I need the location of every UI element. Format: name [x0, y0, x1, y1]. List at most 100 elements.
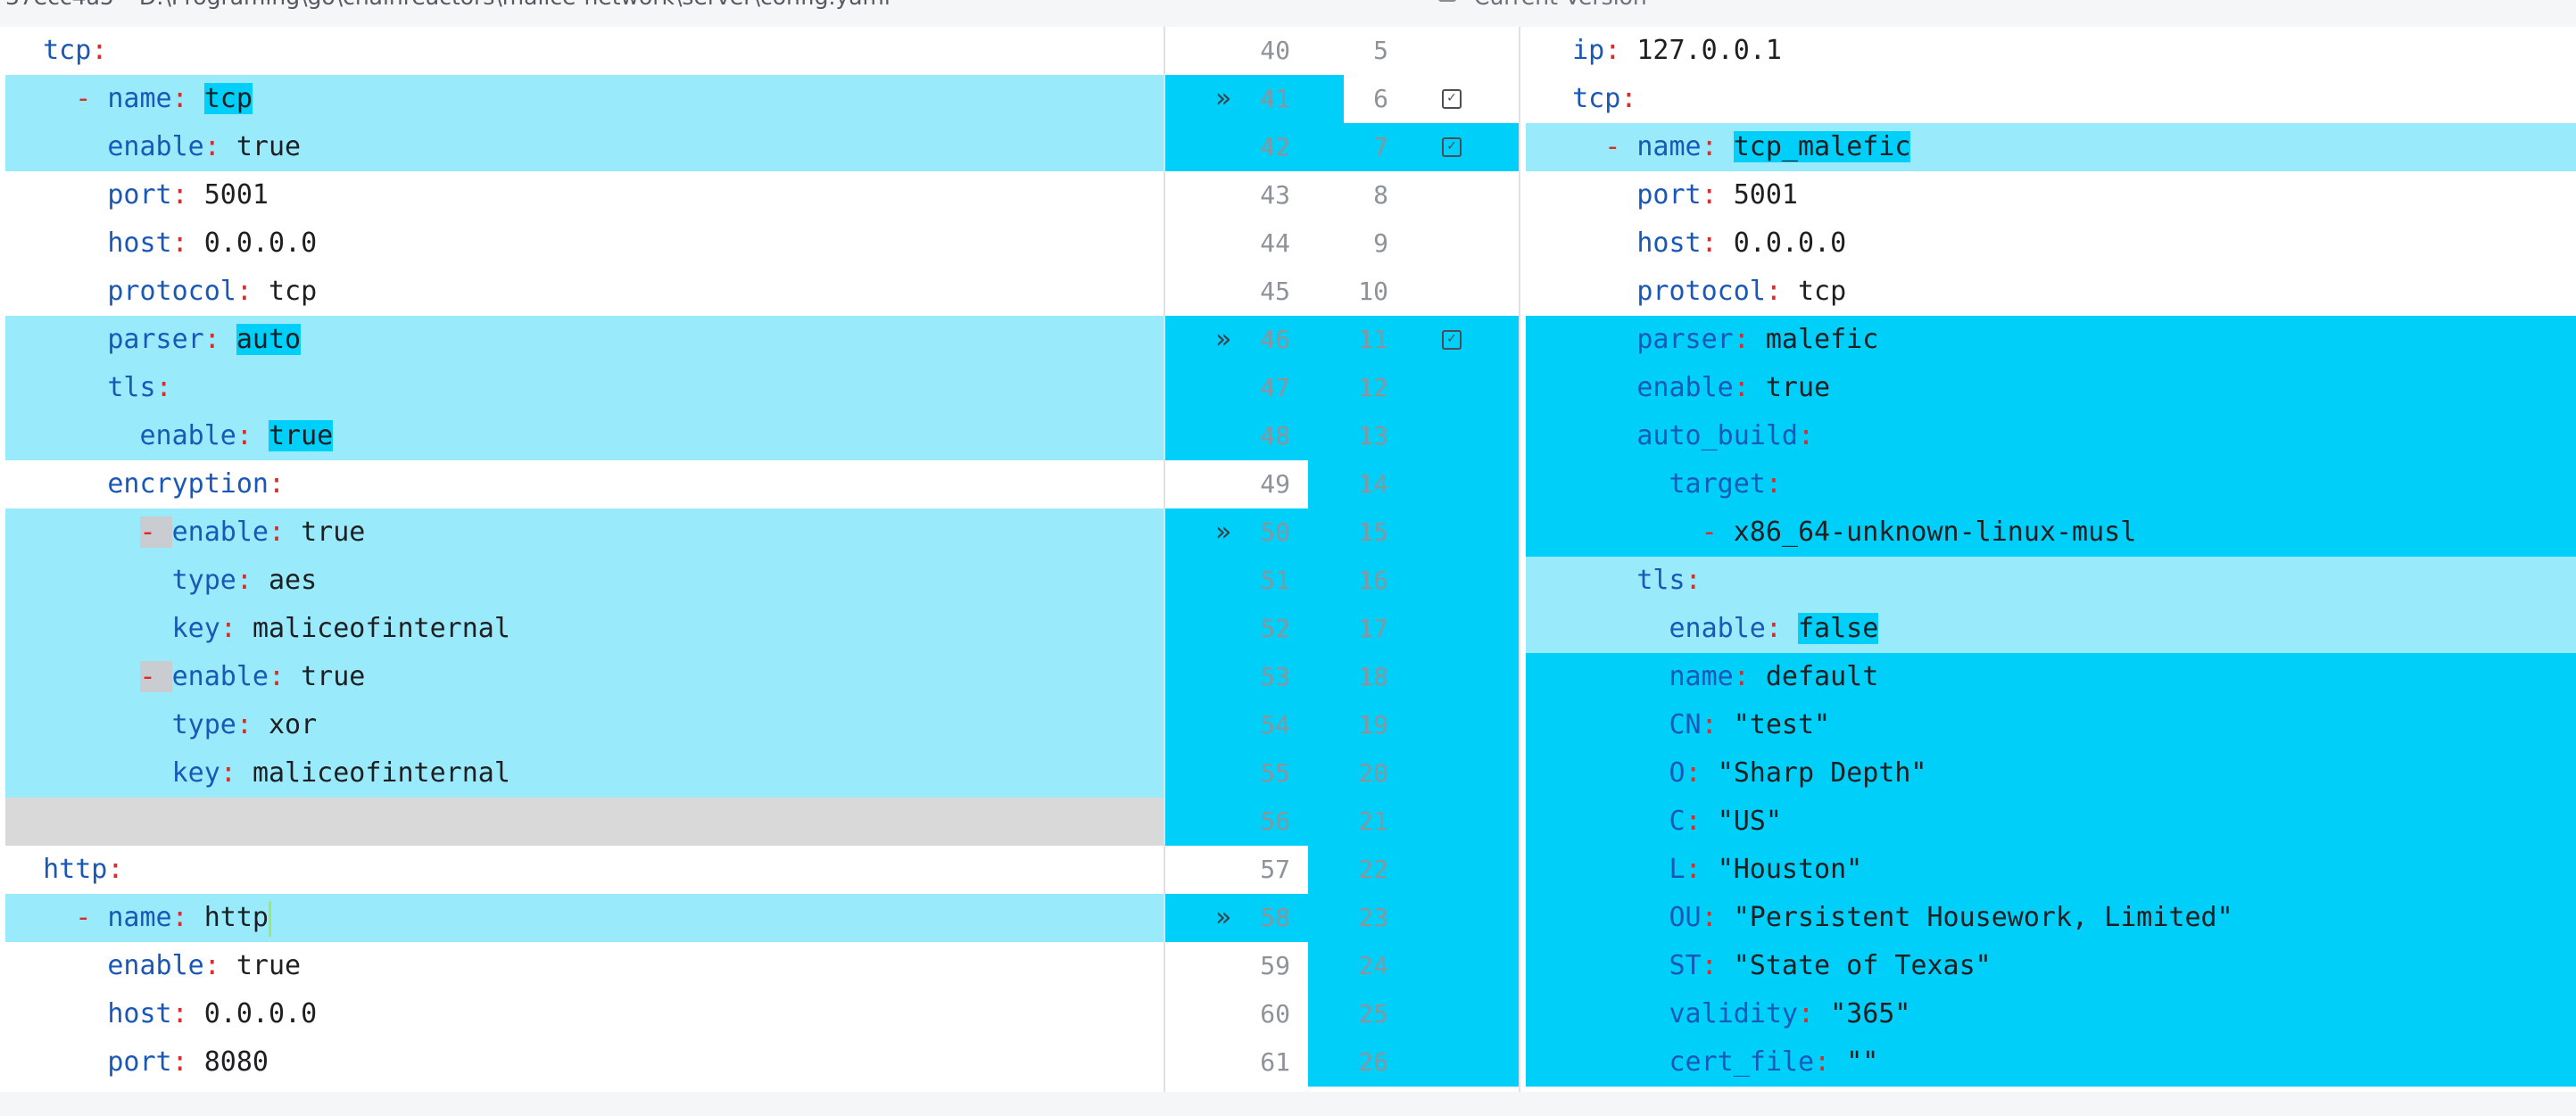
- text-caret: [269, 900, 271, 937]
- yaml-key: enable: [1636, 372, 1734, 403]
- code-line-text: O: "Sharp Depth": [1540, 749, 2576, 798]
- code-line-row[interactable]: C: "US": [1526, 798, 2576, 846]
- gutter-right-band: [1344, 846, 1519, 894]
- horizontal-scrollbar[interactable]: [0, 1092, 2576, 1116]
- yaml-punct: :: [203, 131, 236, 162]
- code-line-row[interactable]: auto_build:: [1526, 412, 2576, 460]
- yaml-punct: :: [1701, 131, 1734, 162]
- yaml-punct: :: [1604, 35, 1637, 66]
- code-line-row[interactable]: encryption:: [5, 460, 1164, 508]
- code-line-text: - name: http: [11, 894, 1164, 942]
- yaml-key: key: [171, 757, 220, 789]
- yaml-key: type: [171, 565, 236, 596]
- code-line-row[interactable]: type: aes: [5, 557, 1164, 605]
- code-line-row[interactable]: key: maliceofinternal: [5, 605, 1164, 653]
- indent: [11, 517, 140, 548]
- left-editor-pane[interactable]: tcp: - name: tcp enable: true port: 5001…: [0, 27, 1164, 1092]
- checkbox-icon[interactable]: ✓: [1442, 89, 1462, 109]
- code-line-row[interactable]: enable: false: [1526, 605, 2576, 653]
- code-line-row[interactable]: port: 5001: [5, 171, 1164, 219]
- yaml-punct: :: [1685, 806, 1718, 837]
- yaml-key: protocol: [1636, 276, 1766, 307]
- code-line-row[interactable]: tls:: [5, 364, 1164, 412]
- double-chevron-right-icon[interactable]: »: [1215, 902, 1232, 933]
- code-line-row[interactable]: protocol: tcp: [1526, 268, 2576, 316]
- gutter-connector: [1308, 749, 1344, 798]
- code-line-row[interactable]: - name: tcp_malefic: [1526, 123, 2576, 171]
- yaml-value: "Persistent Housework, Limited": [1733, 902, 2233, 933]
- code-line-row[interactable]: tcp:: [1526, 75, 2576, 123]
- indent: [1540, 517, 1702, 548]
- code-line-row[interactable]: CN: "test": [1526, 701, 2576, 749]
- code-line-row[interactable]: enable: true: [5, 412, 1164, 460]
- double-chevron-right-icon[interactable]: »: [1215, 83, 1232, 114]
- yaml-value: tcp_malefic: [1733, 131, 1911, 162]
- double-chevron-right-icon[interactable]: »: [1215, 517, 1232, 548]
- code-line-row[interactable]: cert_file: "": [1526, 1038, 2576, 1087]
- code-line-text: protocol: tcp: [1540, 268, 2576, 316]
- line-number-left: 61: [1260, 1047, 1290, 1077]
- code-line-text: - enable: true: [11, 653, 1164, 701]
- code-line-row[interactable]: L: "Houston": [1526, 846, 2576, 894]
- line-number-left: 57: [1260, 855, 1290, 884]
- code-line-text: C: "US": [1540, 798, 2576, 846]
- code-line-row[interactable]: - x86_64-unknown-linux-musl: [1526, 508, 2576, 557]
- code-line-row[interactable]: validity: "365": [1526, 990, 2576, 1038]
- code-line-row[interactable]: port: 5001: [1526, 171, 2576, 219]
- code-line-row[interactable]: port: 8080: [5, 1038, 1164, 1087]
- code-line-row[interactable]: parser: auto: [5, 316, 1164, 364]
- code-line-row[interactable]: ST: "State of Texas": [1526, 942, 2576, 990]
- code-line-row[interactable]: enable: true: [5, 123, 1164, 171]
- code-line-row[interactable]: key: maliceofinternal: [5, 749, 1164, 798]
- checkbox-icon[interactable]: ✓: [1442, 330, 1462, 350]
- double-chevron-right-icon[interactable]: »: [1215, 324, 1232, 355]
- code-line-row[interactable]: enable: true: [5, 942, 1164, 990]
- code-line-row[interactable]: type: xor: [5, 701, 1164, 749]
- code-line-text: key: maliceofinternal: [11, 605, 1164, 653]
- code-line-text: type: aes: [11, 557, 1164, 605]
- code-line-row[interactable]: ip: 127.0.0.1: [1526, 27, 2576, 75]
- yaml-punct: :: [1685, 565, 1702, 596]
- gutter-connector: [1308, 557, 1344, 605]
- code-line-row[interactable]: enable: true: [1526, 364, 2576, 412]
- yaml-key: auto_build: [1636, 420, 1798, 451]
- gutter-connector: [1308, 123, 1344, 171]
- code-line-row[interactable]: - enable: true: [5, 508, 1164, 557]
- right-editor-pane[interactable]: ip: 127.0.0.1 tcp: - name: tcp_malefic p…: [1519, 27, 2576, 1092]
- code-line-row[interactable]: O: "Sharp Depth": [1526, 749, 2576, 798]
- yaml-key: parser: [107, 324, 204, 355]
- gutter-connector: [1308, 990, 1344, 1038]
- code-line-row[interactable]: tls:: [1526, 557, 2576, 605]
- diff-header: 37ecc4a5D:\Programing\go\chainreactors\m…: [0, 0, 2576, 27]
- code-line-row[interactable]: - enable: true: [5, 653, 1164, 701]
- code-line-row[interactable]: target:: [1526, 460, 2576, 508]
- yaml-value: true: [301, 517, 366, 548]
- yaml-value: 8080: [203, 1046, 269, 1078]
- line-number-left: 56: [1260, 806, 1290, 836]
- indent: [11, 1046, 107, 1078]
- code-line-row[interactable]: tcp:: [5, 27, 1164, 75]
- yaml-key: http: [43, 854, 108, 885]
- gutter-right-band: [1344, 605, 1519, 653]
- indent: [11, 83, 75, 114]
- code-line-row[interactable]: host: 0.0.0.0: [5, 219, 1164, 268]
- line-number-right: 11: [1358, 325, 1388, 354]
- code-line-row[interactable]: name: default: [1526, 653, 2576, 701]
- code-line-row[interactable]: host: 0.0.0.0: [1526, 219, 2576, 268]
- code-line-row[interactable]: [5, 798, 1164, 846]
- code-line-row[interactable]: parser: malefic: [1526, 316, 2576, 364]
- code-line-row[interactable]: http:: [5, 846, 1164, 894]
- code-line-text: - x86_64-unknown-linux-musl: [1540, 508, 2576, 557]
- line-number-left: 52: [1260, 614, 1290, 643]
- line-number-left: 54: [1260, 710, 1290, 740]
- indent: [11, 854, 43, 885]
- indent: [1540, 1046, 1669, 1078]
- code-line-row[interactable]: host: 0.0.0.0: [5, 990, 1164, 1038]
- code-line-row[interactable]: OU: "Persistent Housework, Limited": [1526, 894, 2576, 942]
- checkbox-icon[interactable]: ✓: [1442, 137, 1462, 157]
- yaml-key: validity: [1669, 998, 1799, 1029]
- code-line-row[interactable]: - name: http: [5, 894, 1164, 942]
- yaml-value: tcp: [269, 276, 318, 307]
- code-line-row[interactable]: protocol: tcp: [5, 268, 1164, 316]
- code-line-row[interactable]: - name: tcp: [5, 75, 1164, 123]
